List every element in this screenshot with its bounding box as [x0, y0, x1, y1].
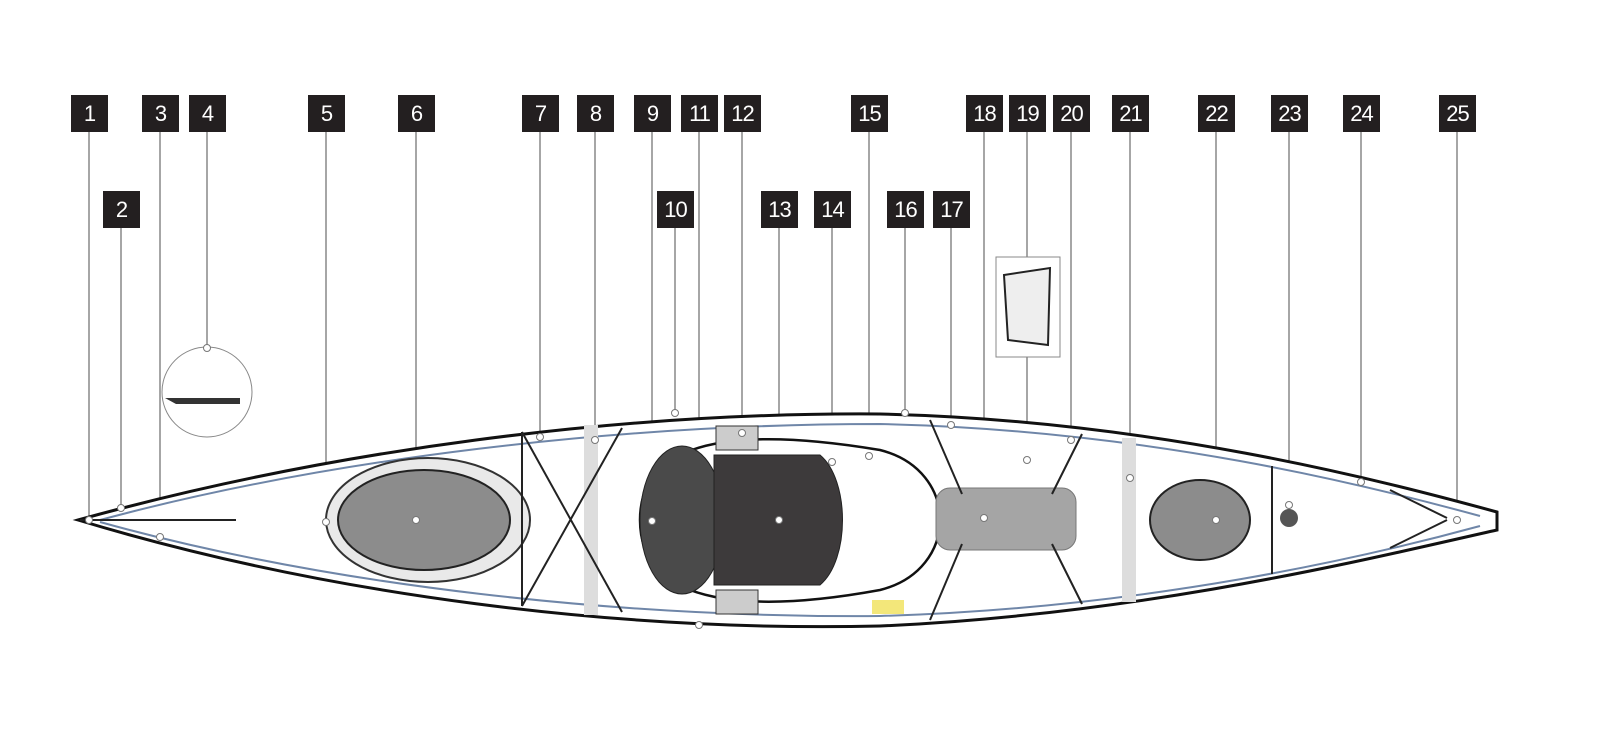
- detail-inset-circle: [161, 346, 253, 438]
- callout-label-12: 12: [724, 95, 761, 132]
- callout-point-3: [156, 533, 164, 541]
- callout-point-23: [1285, 501, 1293, 509]
- callout-label-4: 4: [189, 95, 226, 132]
- callout-label-11: 11: [681, 95, 718, 132]
- callout-label-20: 20: [1053, 95, 1090, 132]
- callout-point-17: [947, 421, 955, 429]
- callout-point-2: [117, 504, 125, 512]
- callout-point-21: [1126, 474, 1134, 482]
- callout-label-8: 8: [577, 95, 614, 132]
- callout-label-24: 24: [1343, 95, 1380, 132]
- callout-point-5: [322, 518, 330, 526]
- callout-label-10: 10: [657, 191, 694, 228]
- callout-point-9: [648, 517, 656, 525]
- callout-point-1: [85, 516, 93, 524]
- callout-label-25: 25: [1439, 95, 1476, 132]
- callout-label-23: 23: [1271, 95, 1308, 132]
- rear-deck-pad: [935, 487, 1077, 551]
- callout-label-19: 19: [1009, 95, 1046, 132]
- callout-point-24: [1357, 478, 1365, 486]
- rear-hatch: [1149, 479, 1251, 561]
- callout-label-3: 3: [142, 95, 179, 132]
- callout-label-17: 17: [933, 191, 970, 228]
- callout-point-25: [1453, 516, 1461, 524]
- drain-plug: [1280, 509, 1298, 527]
- callout-label-14: 14: [814, 191, 851, 228]
- callout-label-13: 13: [761, 191, 798, 228]
- callout-point-4: [203, 344, 211, 352]
- callout-label-21: 21: [1112, 95, 1149, 132]
- callout-label-1: 1: [71, 95, 108, 132]
- callout-point-14: [828, 458, 836, 466]
- callout-point-20: [1067, 436, 1075, 444]
- callout-label-5: 5: [308, 95, 345, 132]
- callout-point-12: [738, 429, 746, 437]
- callout-label-2: 2: [103, 191, 140, 228]
- callout-label-22: 22: [1198, 95, 1235, 132]
- callout-point-18: [980, 514, 988, 522]
- callout-label-6: 6: [398, 95, 435, 132]
- callout-point-7: [536, 433, 544, 441]
- deck-bungees: [80, 419, 1448, 621]
- callout-label-16: 16: [887, 191, 924, 228]
- callout-label-9: 9: [634, 95, 671, 132]
- bulkhead-strip: [584, 425, 598, 615]
- callout-point-13: [775, 516, 783, 524]
- callout-point-15: [865, 452, 873, 460]
- callout-point-19: [1023, 456, 1031, 464]
- callout-point-6: [412, 516, 420, 524]
- callout-label-7: 7: [522, 95, 559, 132]
- callout-points: [85, 344, 1461, 629]
- callout-label-18: 18: [966, 95, 1003, 132]
- callout-point-8: [591, 436, 599, 444]
- callout-label-15: 15: [851, 95, 888, 132]
- callout-point-22: [1212, 516, 1220, 524]
- callout-point-10: [671, 409, 679, 417]
- callout-point-16: [901, 409, 909, 417]
- bulkhead-strip: [1122, 438, 1136, 602]
- front-hatch-cover: [337, 469, 511, 571]
- callout-point-11: [695, 621, 703, 629]
